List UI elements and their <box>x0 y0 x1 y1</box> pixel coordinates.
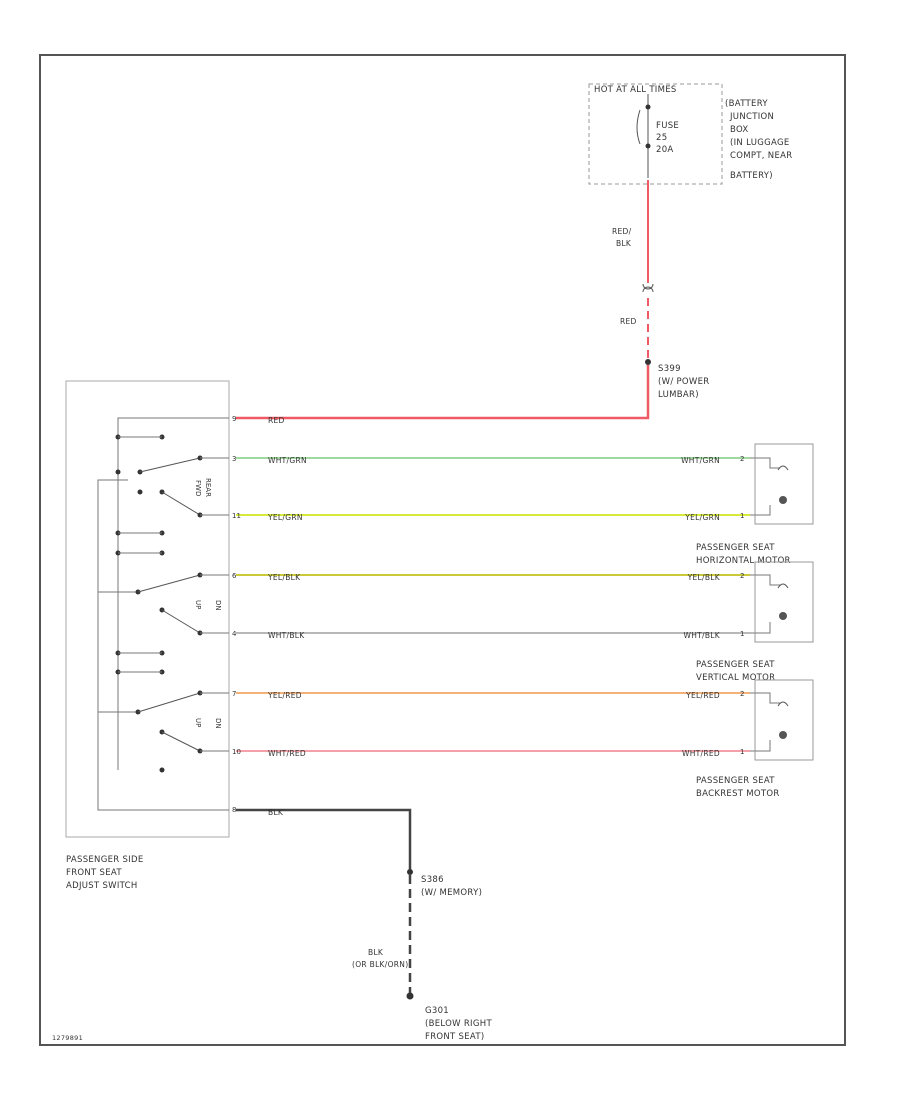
fuse-label-1: 25 <box>656 133 667 143</box>
junction-box-outline <box>588 83 723 185</box>
motor-pin: 1 <box>740 630 744 638</box>
ground-splice-label-1: (W/ MEMORY) <box>421 888 482 898</box>
switch-pin: 11 <box>232 512 241 520</box>
motor-name-0: PASSENGER SEAT <box>696 543 775 553</box>
seat-adjust-switch: 8 FWD REAR UP DN <box>65 380 236 891</box>
motor-pin: 2 <box>740 455 744 463</box>
motor-name-1: BACKREST MOTOR <box>696 789 780 799</box>
switch-group-backrest: UP DN <box>115 650 229 773</box>
switch-label-rear: REAR <box>204 478 212 497</box>
feed-wire-label-2: RED <box>620 317 637 326</box>
switch-pin-ground: 8 <box>232 806 236 814</box>
switch-label-dn-1: DN <box>214 600 222 611</box>
wire-label-left: WHT/RED <box>268 749 306 758</box>
feed-wire-label-1: BLK <box>616 239 632 248</box>
splice-label-1: (W/ POWER <box>658 377 709 387</box>
switch-label-dn-2: DN <box>214 718 222 729</box>
junction-label-0: (BATTERY <box>725 99 768 109</box>
wire-label-right: YEL/BLK <box>687 573 721 582</box>
splice-s399 <box>645 359 651 365</box>
switch-pin: 7 <box>232 690 236 698</box>
wire-label-left: YEL/RED <box>267 691 302 700</box>
wire-label-left: WHT/GRN <box>268 456 307 465</box>
wire-label-left: YEL/GRN <box>267 513 303 522</box>
switch-pin-power: 9 <box>232 415 236 423</box>
switch-pin: 10 <box>232 748 241 756</box>
switch-label-up-1: UP <box>194 600 202 609</box>
motor-box <box>754 561 814 643</box>
switch-pin: 3 <box>232 455 236 463</box>
ground-label-1: (BELOW RIGHT <box>425 1019 492 1029</box>
junction-label-2: BOX <box>730 125 749 135</box>
switch-group-horizontal: FWD REAR <box>115 434 229 518</box>
battery-junction-box: HOT AT ALL TIMES FUSE 25 20A (BATTERY JU… <box>588 83 792 185</box>
junction-label-1: JUNCTION <box>729 112 774 122</box>
motor-wire-4: 7 YEL/RED YEL/RED 2 <box>232 690 755 700</box>
splice-label-2: LUMBAR) <box>658 390 699 400</box>
switch-name-1: FRONT SEAT <box>66 868 122 878</box>
junction-label-5: BATTERY) <box>730 171 773 181</box>
splice-label-0: S399 <box>658 364 681 374</box>
motor-box <box>754 443 814 525</box>
fuse-terminal-top <box>645 104 651 110</box>
diagram-frame <box>39 54 846 1046</box>
switch-pin: 4 <box>232 630 237 638</box>
motor-wire-2: 6 YEL/BLK YEL/BLK 2 <box>232 572 755 582</box>
fuse-label-2: 20A <box>656 145 674 155</box>
feed-wire-label-0: RED/ <box>612 227 632 236</box>
motor-name-0: PASSENGER SEAT <box>696 776 775 786</box>
switch-name-2: ADJUST SWITCH <box>66 881 138 891</box>
fuse-terminal-bottom <box>645 143 651 149</box>
ground-point-g301 <box>406 992 414 1000</box>
motor-backrest: PASSENGER SEAT BACKREST MOTOR <box>696 679 814 799</box>
fuse-symbol <box>636 109 641 145</box>
wire-label-left: WHT/BLK <box>268 631 305 640</box>
junction-label-4: COMPT, NEAR <box>730 151 792 161</box>
ground-wire2-label-1: (OR BLK/ORN) <box>352 960 408 969</box>
inline-connector <box>642 283 654 293</box>
motor-name-1: HORIZONTAL MOTOR <box>696 556 791 566</box>
ground-label-2: FRONT SEAT) <box>425 1032 484 1042</box>
motor-wire-1: 11 YEL/GRN YEL/GRN 1 <box>232 512 755 522</box>
wire-label-right: YEL/RED <box>685 691 720 700</box>
motor-box <box>754 679 814 761</box>
junction-label-3: (IN LUGGAGE <box>730 138 790 148</box>
wire-label-right: WHT/GRN <box>681 456 720 465</box>
ground-circuit: BLK S386 (W/ MEMORY) BLK (OR BLK/ORN) G3… <box>236 808 492 1042</box>
motor-vertical: PASSENGER SEAT VERTICAL MOTOR <box>696 561 814 683</box>
switch-label-up-2: UP <box>194 718 202 727</box>
switch-name-0: PASSENGER SIDE <box>66 855 144 865</box>
ground-label-0: G301 <box>425 1006 449 1016</box>
motor-pin: 2 <box>740 690 744 698</box>
splice-s386 <box>407 869 413 875</box>
motor-wire-5: 10 WHT/RED WHT/RED 1 <box>232 748 755 758</box>
switch-group-vertical: UP DN <box>115 530 229 636</box>
motor-wire-0: 3 WHT/GRN WHT/GRN 2 <box>232 455 755 465</box>
fuse-label-0: FUSE <box>656 121 679 131</box>
motor-pin: 2 <box>740 572 744 580</box>
wire-label-right: WHT/BLK <box>683 631 720 640</box>
ground-wire2-label-0: BLK <box>368 948 384 957</box>
motor-name-0: PASSENGER SEAT <box>696 660 775 670</box>
wire-label-right: YEL/GRN <box>684 513 720 522</box>
ground-wire-label: BLK <box>268 808 284 817</box>
ground-splice-label-0: S386 <box>421 875 444 885</box>
hot-at-all-times-label: HOT AT ALL TIMES <box>594 85 677 95</box>
motor-horizontal: PASSENGER SEAT HORIZONTAL MOTOR <box>696 443 814 566</box>
switch-pin: 6 <box>232 572 237 580</box>
motor-wire-3: 4 WHT/BLK WHT/BLK 1 <box>232 630 755 640</box>
switch-outline <box>65 380 230 838</box>
figure-id: 1279891 <box>52 1034 83 1042</box>
motor-name-1: VERTICAL MOTOR <box>696 673 775 683</box>
power-wire-label: RED <box>268 416 285 425</box>
wire-label-right: WHT/RED <box>682 749 720 758</box>
motor-pin: 1 <box>740 748 744 756</box>
wire-label-left: YEL/BLK <box>267 573 301 582</box>
power-feed-wire: RED/ BLK RED S399 (W/ POWER LUMBAR) RED … <box>232 180 709 425</box>
switch-label-fwd: FWD <box>194 480 202 496</box>
motor-pin: 1 <box>740 512 744 520</box>
